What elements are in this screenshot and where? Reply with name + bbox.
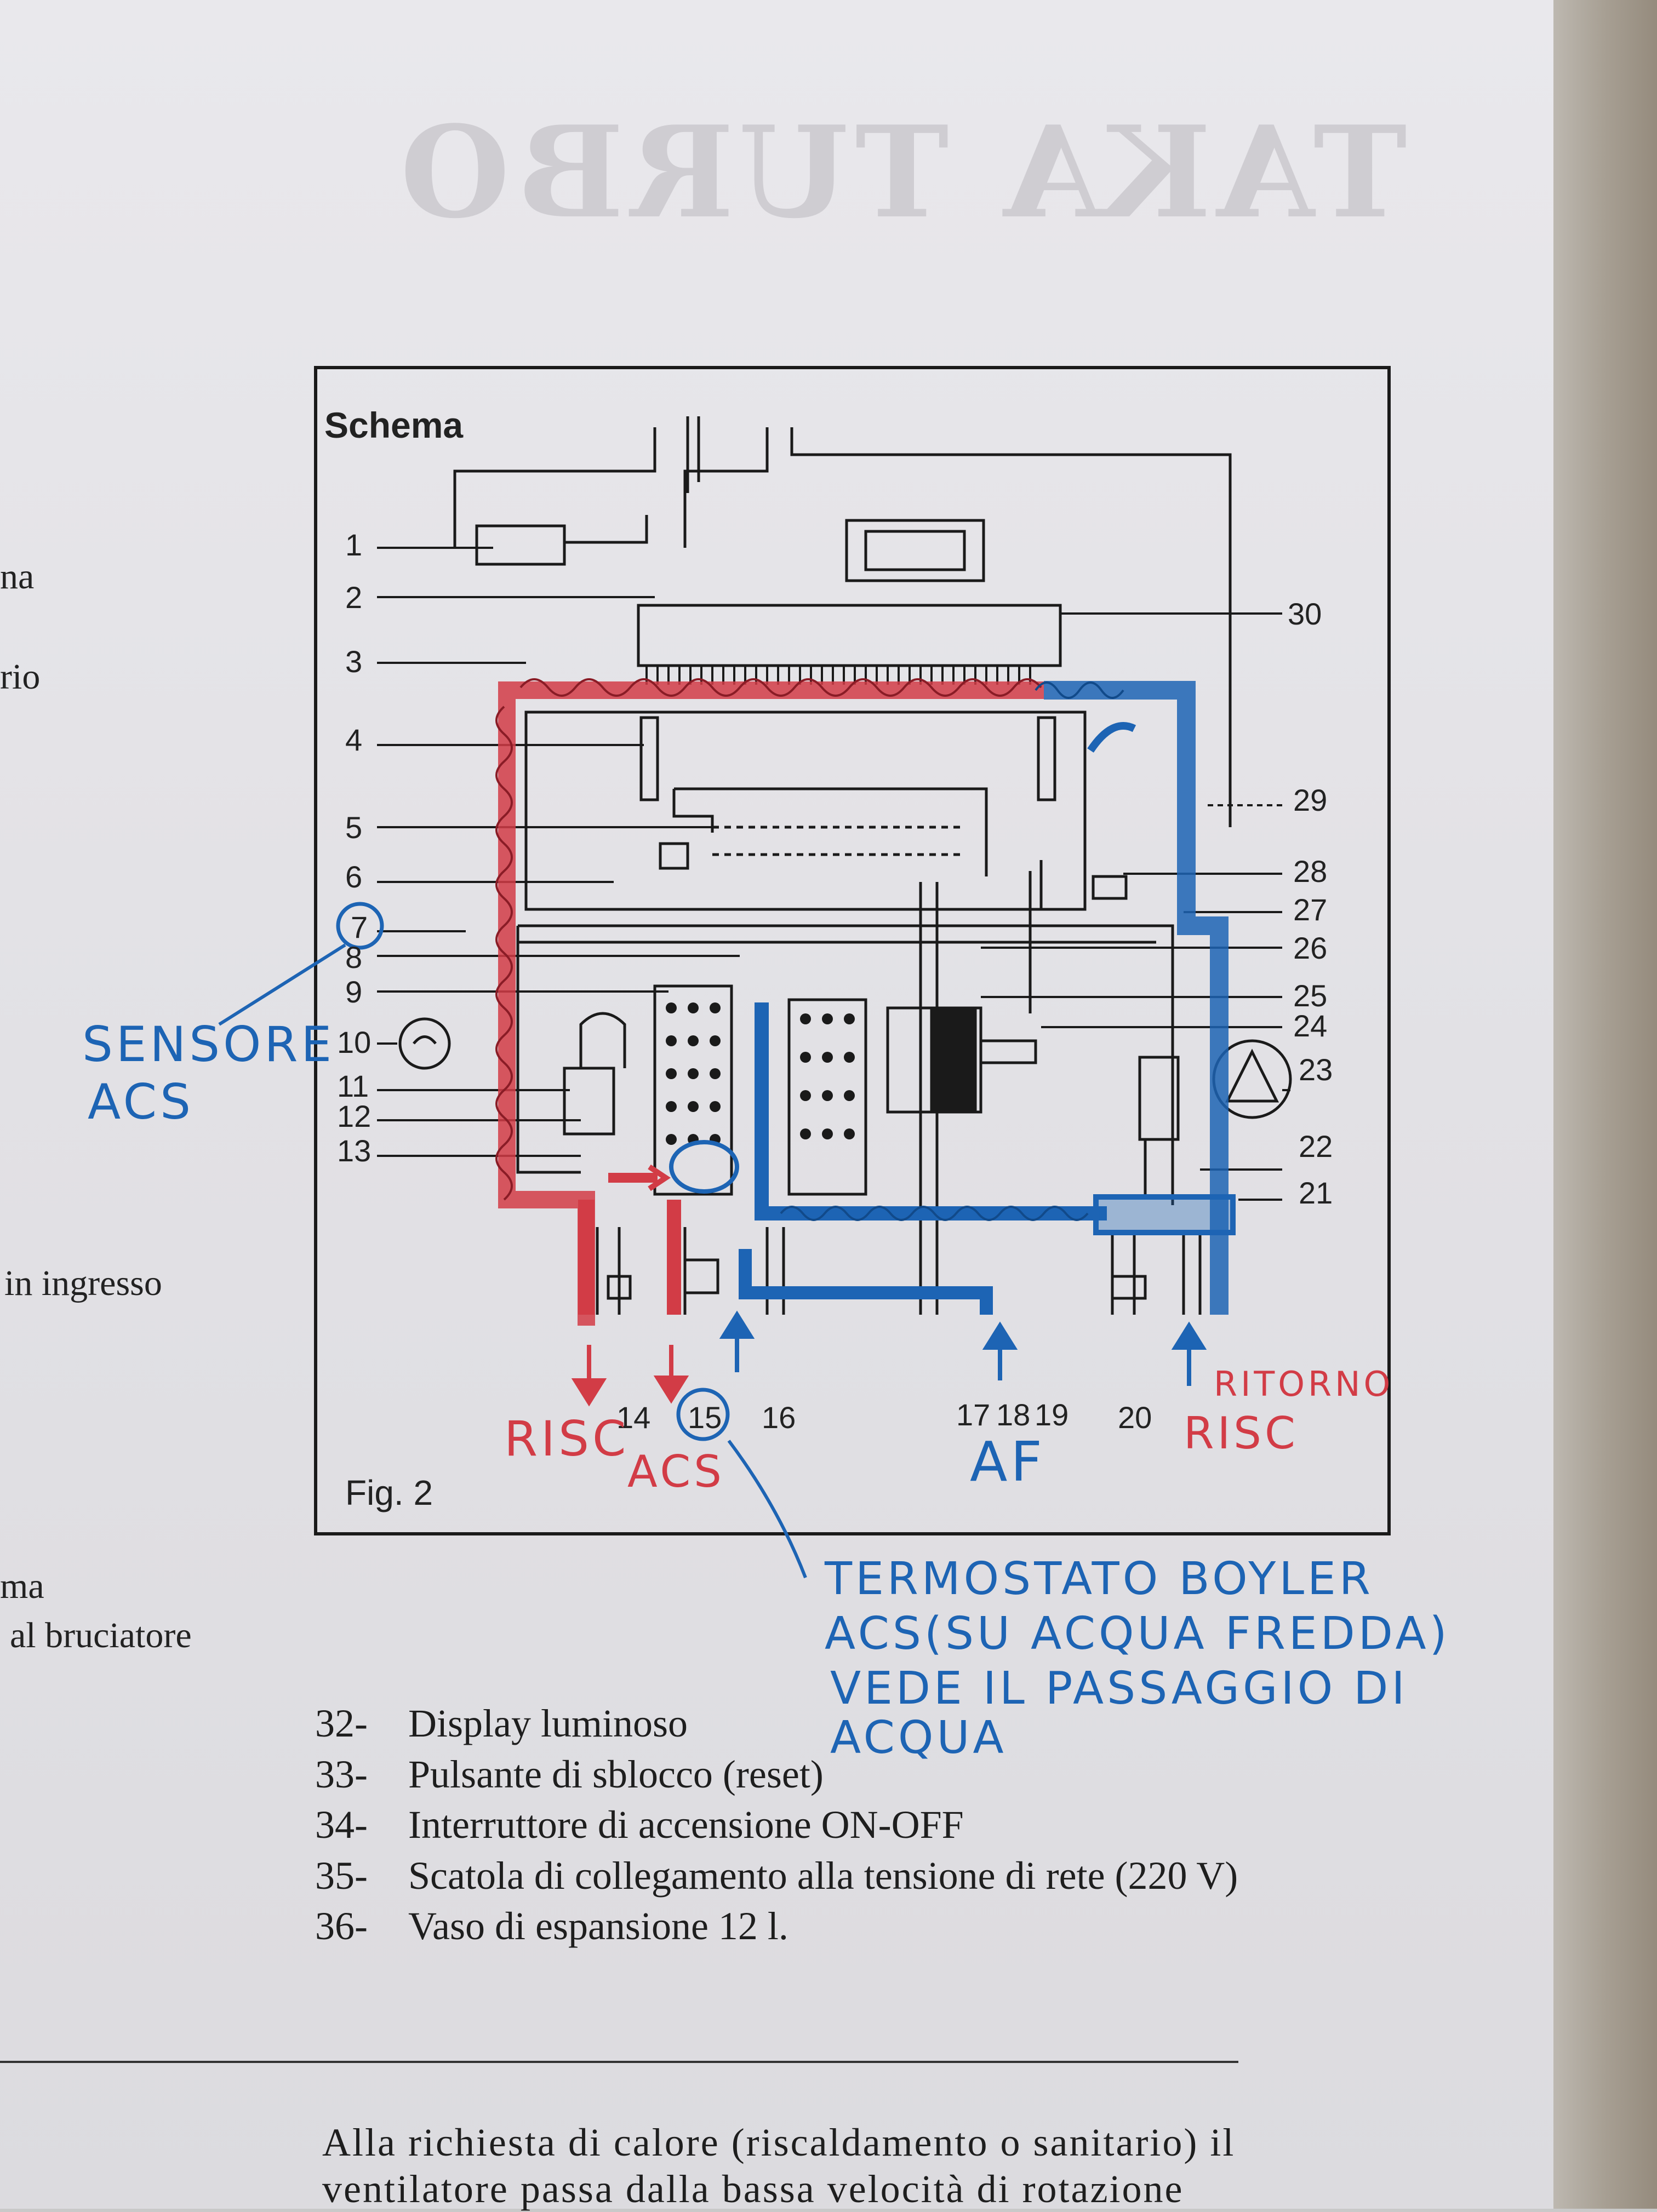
margin-fragment: ma: [0, 1566, 44, 1606]
handwritten-risc-return: RISC: [1184, 1408, 1299, 1459]
part-number: 19: [1035, 1397, 1069, 1432]
body-paragraph-line: ventilatore passa dalla bassa velocità d…: [322, 2167, 1184, 2211]
acs-out-arrow: [653, 1376, 689, 1404]
pressure-switch-1: [475, 524, 566, 566]
primary-return-blue: [755, 1002, 1107, 1220]
part-number: 16: [762, 1400, 796, 1435]
handwritten-acs-outlet: ACS: [627, 1446, 725, 1497]
plate-exchanger-left: [653, 984, 733, 1196]
legend-text: Pulsante di sblocco (reset): [408, 1752, 824, 1796]
legend-number: 34-: [315, 1803, 368, 1847]
legend-item: 35- Scatola di collegamento alla tensione…: [315, 1853, 1238, 1899]
handwritten-termostato-3: VEDE IL PASSAGGIO DI: [830, 1663, 1408, 1715]
margin-fragment: na: [0, 557, 35, 597]
part-number: 26: [1293, 931, 1328, 965]
legend-text: Vaso di espansione 12 l.: [408, 1904, 788, 1948]
legend-number: 35-: [315, 1854, 368, 1898]
diverter-valve: [563, 1067, 615, 1136]
legend-number: 32-: [315, 1701, 368, 1745]
part-number: 17: [956, 1397, 991, 1432]
handwritten-risc: RISC: [504, 1411, 630, 1467]
part-number: 24: [1293, 1008, 1328, 1043]
schema-heading: Schema: [324, 405, 464, 445]
legend-item: 32- Display luminoso: [315, 1701, 688, 1746]
part-number: 21: [1299, 1176, 1333, 1210]
automatic-air-vent: [1138, 1056, 1180, 1141]
handwritten-termostato-2: ACS(SU ACQUA FREDDA): [825, 1608, 1450, 1660]
margin-fragment: al bruciatore: [10, 1615, 192, 1655]
part-number: 15: [688, 1400, 722, 1435]
pressure-gauge: [398, 1017, 451, 1070]
cold-in-arrow-1: [719, 1310, 755, 1339]
part-number: 7: [351, 910, 368, 944]
part-number: 29: [1293, 783, 1328, 817]
body-paragraph-line: Alla richiesta di calore (riscaldamento …: [322, 2121, 1236, 2164]
part-number: 20: [1118, 1400, 1152, 1435]
part-7-circle: [336, 902, 384, 950]
handwritten-sensore: SENSORE: [82, 1016, 335, 1073]
combustion-chamber: [524, 710, 1087, 911]
dhw-flow-switch: [683, 1258, 719, 1294]
exchanger-circle-annotation: [669, 1140, 739, 1194]
part-number: 25: [1293, 978, 1328, 1013]
handwritten-af: AF: [970, 1430, 1045, 1494]
legend-number: 36-: [315, 1904, 368, 1948]
legend-item: 33- Pulsante di sblocco (reset): [315, 1752, 824, 1797]
part-number: 14: [616, 1400, 651, 1435]
legend-text: Interruttore di accensione ON-OFF: [408, 1803, 964, 1847]
handwritten-acs: ACS: [88, 1074, 194, 1130]
part-number: 9: [345, 975, 363, 1009]
handwritten-ritorno: RITORNO: [1214, 1364, 1394, 1404]
part-number: 27: [1293, 892, 1328, 927]
risc-out-arrow: [571, 1378, 607, 1407]
return-in-arrow: [1171, 1321, 1207, 1350]
flue-outline-right: [790, 427, 1232, 827]
part-number: 5: [345, 810, 363, 845]
fan-box: [845, 519, 985, 582]
legend-item: 36- Vaso di espansione 12 l.: [315, 1904, 788, 1949]
part-number: 13: [337, 1133, 372, 1168]
heat-exchanger-header: [637, 604, 1062, 667]
legend-text: Scatola di collegamento alla tensione di…: [408, 1854, 1238, 1898]
diagram-frame: [314, 366, 1391, 1535]
table-edge: [1553, 0, 1657, 2209]
part-number: 3: [345, 644, 363, 679]
flue-outline-left: [453, 427, 656, 548]
figure-label: Fig. 2: [345, 1473, 433, 1512]
part-number: 12: [337, 1099, 372, 1133]
legend-item: 34- Interruttore di accensione ON-OFF: [315, 1802, 964, 1848]
part-number: 1: [345, 528, 363, 562]
margin-fragment: rio: [0, 657, 41, 697]
part-number: 22: [1299, 1129, 1333, 1164]
part-15-circle: [676, 1388, 730, 1441]
electrode: [659, 842, 689, 870]
return-pipe-blue: [1044, 681, 1229, 1315]
part-number: 4: [345, 723, 363, 757]
part-number: 18: [996, 1397, 1031, 1432]
part-number: 6: [345, 859, 363, 894]
margin-fragment: in ingresso: [4, 1263, 162, 1303]
part-number: 23: [1299, 1052, 1333, 1087]
part-number: 2: [345, 580, 363, 615]
legend-text: Display luminoso: [408, 1701, 688, 1745]
part-number: 11: [337, 1069, 369, 1103]
cold-water-blue: [739, 1249, 993, 1315]
part-number: 10: [337, 1025, 372, 1059]
handwritten-termostato-1: TERMOSTATO BOYLER: [825, 1553, 1374, 1605]
legend-number: 33-: [315, 1752, 368, 1796]
pressure-switch-2: [1092, 875, 1128, 900]
section-divider: [0, 2061, 1238, 2063]
handwritten-termostato-4: ACQUA: [830, 1712, 1007, 1764]
part-number: 8: [345, 940, 363, 975]
part-number: 30: [1288, 597, 1322, 631]
plate-exchanger-right: [787, 998, 867, 1196]
part-number: 28: [1293, 854, 1328, 889]
af-in-arrow: [982, 1321, 1018, 1350]
